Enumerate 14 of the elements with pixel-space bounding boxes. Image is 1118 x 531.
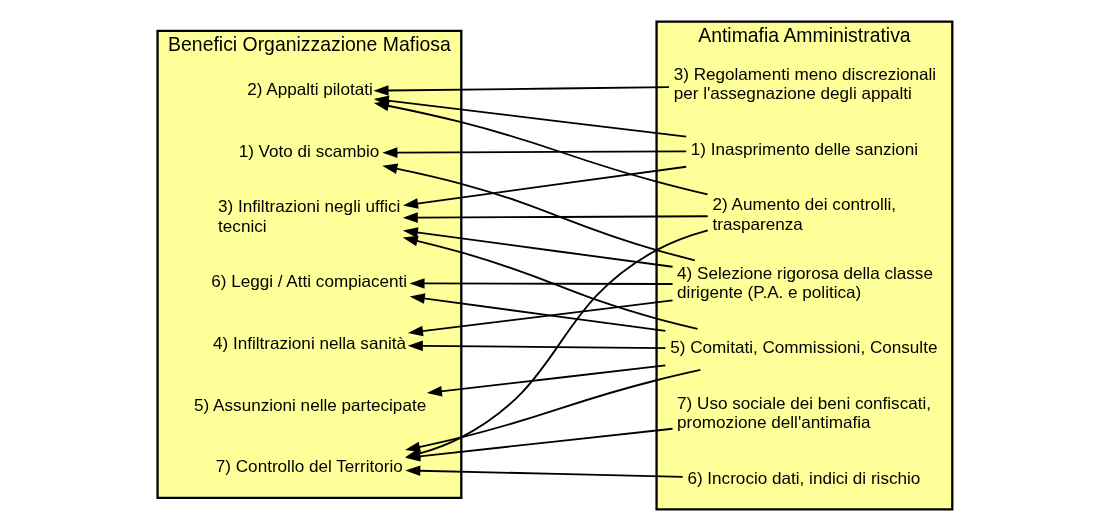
- node-text: 4) Selezione rigorosa della classe dirigente (P.A. e politica): [676, 263, 933, 303]
- node-text: 4) Infiltrazioni nella sanità: [212, 333, 406, 353]
- node-text: 5) Assunzioni nelle partecipate: [193, 395, 426, 415]
- node-text: 6) Incrocio dati, indici di rischio: [686, 468, 920, 488]
- node-text: 6) Leggi / Atti compiacenti: [210, 272, 407, 292]
- node-text: 3) Regolamenti meno discrezionali per l'assegnazione degli appalti: [673, 64, 936, 104]
- node-text: 1) Voto di scambio: [238, 142, 379, 162]
- node-text: 2) Appalti pilotati: [246, 80, 373, 100]
- node-text: 2) Aumento dei controlli, trasparenza: [712, 195, 896, 234]
- node-text: 3) Infiltrazioni negli uffici tecnici: [217, 197, 400, 236]
- node-text: 7) Controllo del Territorio: [215, 457, 403, 477]
- node-text: 1) Inasprimento delle sanzioni: [690, 139, 918, 159]
- node-text: 5) Comitati, Commissioni, Consulte: [669, 338, 937, 358]
- node-text: 7) Uso sociale dei beni confiscati, promozione dell'antimafia: [676, 393, 931, 433]
